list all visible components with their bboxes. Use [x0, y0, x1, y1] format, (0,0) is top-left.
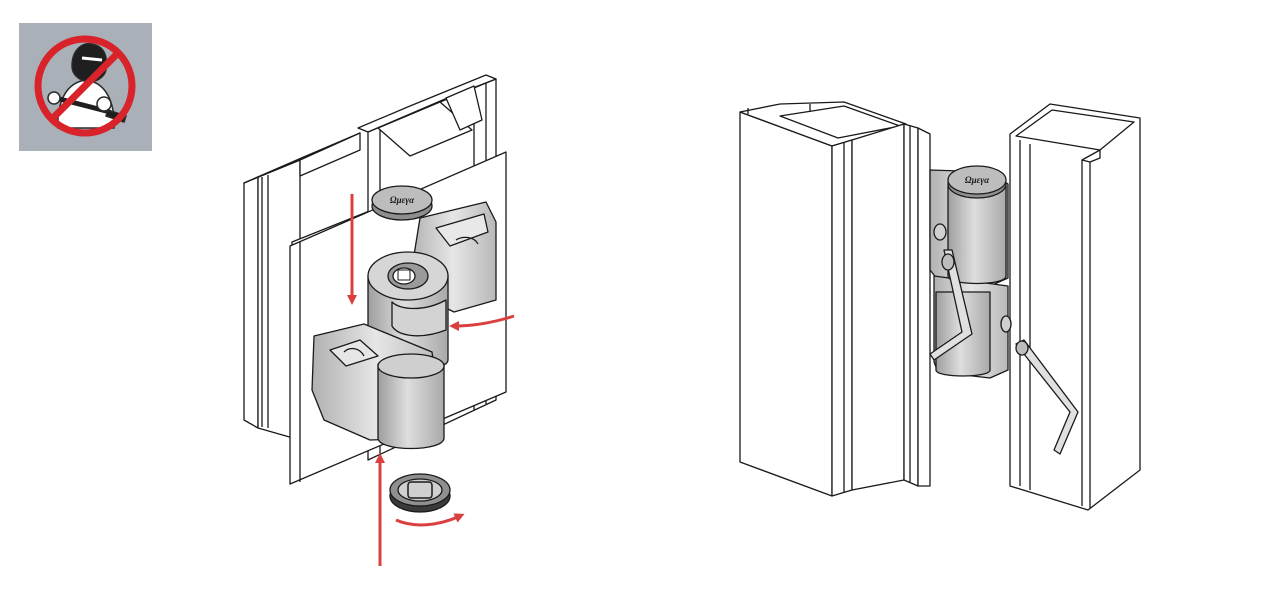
assembly-view: Ωμεγα: [243, 74, 515, 566]
installed-left-profile: [739, 101, 931, 497]
installed-cap-brand: Ωμεγα: [965, 175, 990, 185]
no-welding-icon: [19, 23, 152, 151]
bottom-cap: [389, 473, 451, 513]
hex-keys: [929, 249, 1079, 455]
arrow-rotate-upper: [449, 314, 515, 331]
installed-view: Ωμεγα: [739, 101, 1141, 511]
top-cap-brand: Ωμεγα: [390, 195, 415, 205]
motion-arrows: [347, 194, 515, 566]
lower-knuckle: [377, 353, 445, 450]
hex-key-upper: [929, 249, 973, 361]
arrow-rotate-lower: [395, 513, 465, 527]
prohibition-slash: [49, 50, 121, 122]
prohibition-circle: [34, 35, 136, 137]
top-cap: Ωμεγα: [371, 185, 433, 221]
installed-right-profile: [1009, 103, 1141, 511]
